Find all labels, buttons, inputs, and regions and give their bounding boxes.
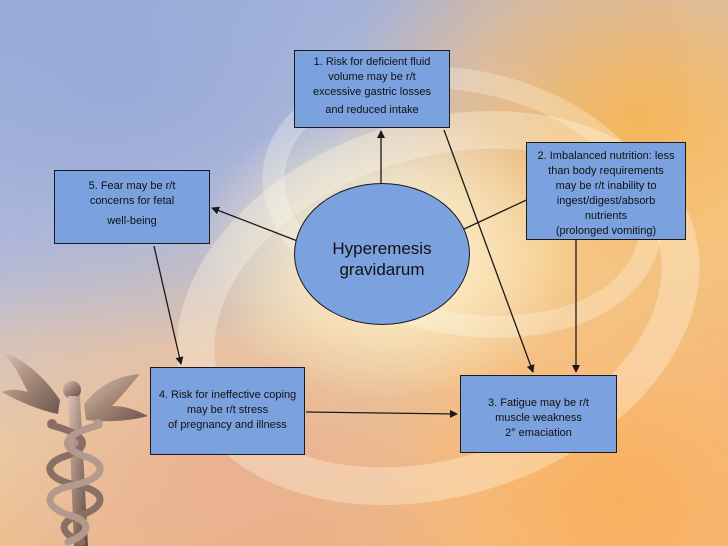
node-1-text: excessive gastric losses	[313, 86, 431, 98]
node-3-text: 3. Fatigue may be r/t	[488, 397, 589, 409]
node-2-text: may be r/t inability to	[555, 180, 657, 192]
node-2-text: nutrients	[584, 210, 628, 222]
node-5-text: well-being	[107, 215, 157, 227]
node-4-text: 4. Risk for ineffective coping	[158, 389, 297, 401]
node-1-text: volume may be r/t	[328, 71, 416, 83]
node-4-text: of pregnancy and illness	[168, 419, 287, 431]
node-2-nutrition: 2. Imbalanced nutrition: less than body …	[526, 142, 686, 240]
node-1-fluid-volume: 1. Risk for deficient fluid volume may b…	[294, 50, 450, 128]
node-1-text: 1. Risk for deficient fluid	[313, 56, 431, 68]
arrow-center-to-node-5	[211, 206, 301, 243]
arrow-node-4-to-node-3	[305, 409, 458, 418]
node-3-fatigue: 3. Fatigue may be r/t muscle weakness 2°…	[460, 375, 617, 453]
center-node-label: gravidarum	[339, 260, 425, 279]
node-5-text: concerns for fetal	[89, 195, 175, 207]
node-1-text: and reduced intake	[325, 104, 419, 116]
node-4-text: may be r/t stress	[186, 404, 269, 416]
arrow-center-to-node-2	[461, 195, 536, 231]
node-2-text: 2. Imbalanced nutrition: less	[537, 150, 675, 162]
node-2-text: than body requirements	[548, 165, 664, 177]
node-3-text: muscle weakness	[495, 412, 582, 424]
node-2-text: (prolonged vomiting)	[555, 225, 657, 237]
center-node-label: Hyperemesis	[332, 239, 432, 258]
node-5-fear: 5. Fear may be r/t concerns for fetal we…	[54, 170, 210, 244]
caduceus-icon	[2, 352, 148, 546]
node-5-text: 5. Fear may be r/t	[88, 180, 176, 192]
node-3-text: 2° emaciation	[505, 427, 572, 439]
node-4-coping: 4. Risk for ineffective coping may be r/…	[150, 367, 305, 455]
node-2-text: ingest/digest/absorb	[556, 195, 656, 207]
center-node-hyperemesis: Hyperemesis gravidarum	[294, 183, 470, 325]
